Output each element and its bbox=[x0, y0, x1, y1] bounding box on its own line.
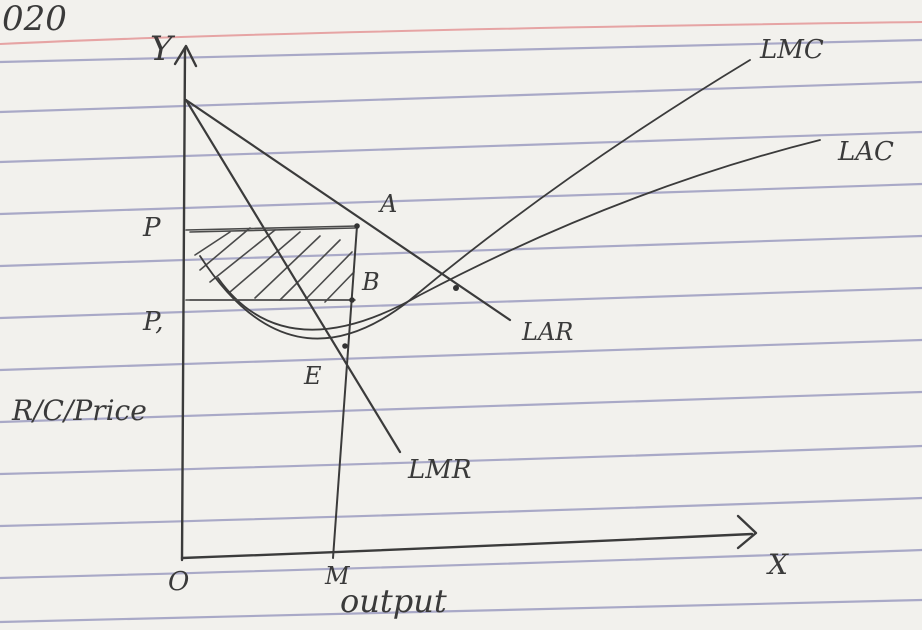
lmc-curve bbox=[199, 59, 751, 340]
shade-hatch bbox=[194, 231, 231, 256]
intersection-point bbox=[453, 285, 459, 291]
label-p: P bbox=[142, 213, 161, 243]
rule-line bbox=[0, 80, 922, 114]
rule-line bbox=[0, 234, 922, 268]
profit-shading bbox=[189, 227, 356, 303]
shade-hatch bbox=[304, 251, 353, 301]
shade-hatch bbox=[279, 239, 341, 301]
margin-line bbox=[0, 21, 922, 45]
label-lmc: LMC bbox=[759, 35, 824, 65]
label-b: B bbox=[361, 268, 380, 296]
y-axis bbox=[180, 46, 187, 562]
output-drop-line bbox=[332, 225, 358, 559]
rule-line bbox=[0, 130, 922, 164]
x-axis-label: X bbox=[766, 548, 789, 581]
rule-line bbox=[0, 444, 922, 476]
label-lac: LAC bbox=[837, 137, 894, 167]
point-b bbox=[349, 297, 355, 303]
price-guide-line bbox=[185, 225, 359, 231]
y-axis-arrow-icon bbox=[173, 44, 198, 68]
x-axis-arrow-icon bbox=[736, 514, 758, 550]
point-a bbox=[354, 223, 360, 229]
label-e: E bbox=[303, 362, 322, 390]
ruled-lines bbox=[0, 21, 922, 624]
shade-line bbox=[189, 227, 356, 233]
y-axis-title: R/C/Price bbox=[11, 394, 147, 427]
shade-hatch bbox=[229, 231, 301, 293]
label-p1: P, bbox=[142, 307, 164, 337]
label-lmr: LMR bbox=[407, 455, 471, 485]
shade-hatch bbox=[324, 271, 355, 303]
shade-hatch bbox=[209, 229, 276, 283]
rule-line bbox=[0, 286, 922, 320]
rule-line bbox=[0, 548, 922, 580]
year-fragment: 020 bbox=[2, 0, 67, 39]
rule-line bbox=[0, 598, 922, 624]
lmr-curve bbox=[184, 98, 402, 454]
lar-curve bbox=[184, 98, 512, 322]
x-axis bbox=[180, 532, 754, 560]
label-a: A bbox=[378, 190, 397, 218]
shade-hatch bbox=[199, 227, 251, 271]
rule-line bbox=[0, 496, 922, 528]
rule-line bbox=[0, 182, 922, 216]
y-axis-label: Y bbox=[150, 29, 176, 69]
rule-line bbox=[0, 338, 922, 372]
rule-line bbox=[0, 390, 922, 424]
label-lar: LAR bbox=[521, 318, 573, 346]
label-m: M bbox=[324, 562, 351, 590]
point-e bbox=[342, 343, 348, 349]
origin-label: O bbox=[168, 567, 189, 597]
rule-line bbox=[0, 38, 922, 64]
axes bbox=[173, 44, 758, 562]
lac-curve bbox=[217, 139, 821, 331]
x-axis-title: output bbox=[340, 582, 447, 620]
